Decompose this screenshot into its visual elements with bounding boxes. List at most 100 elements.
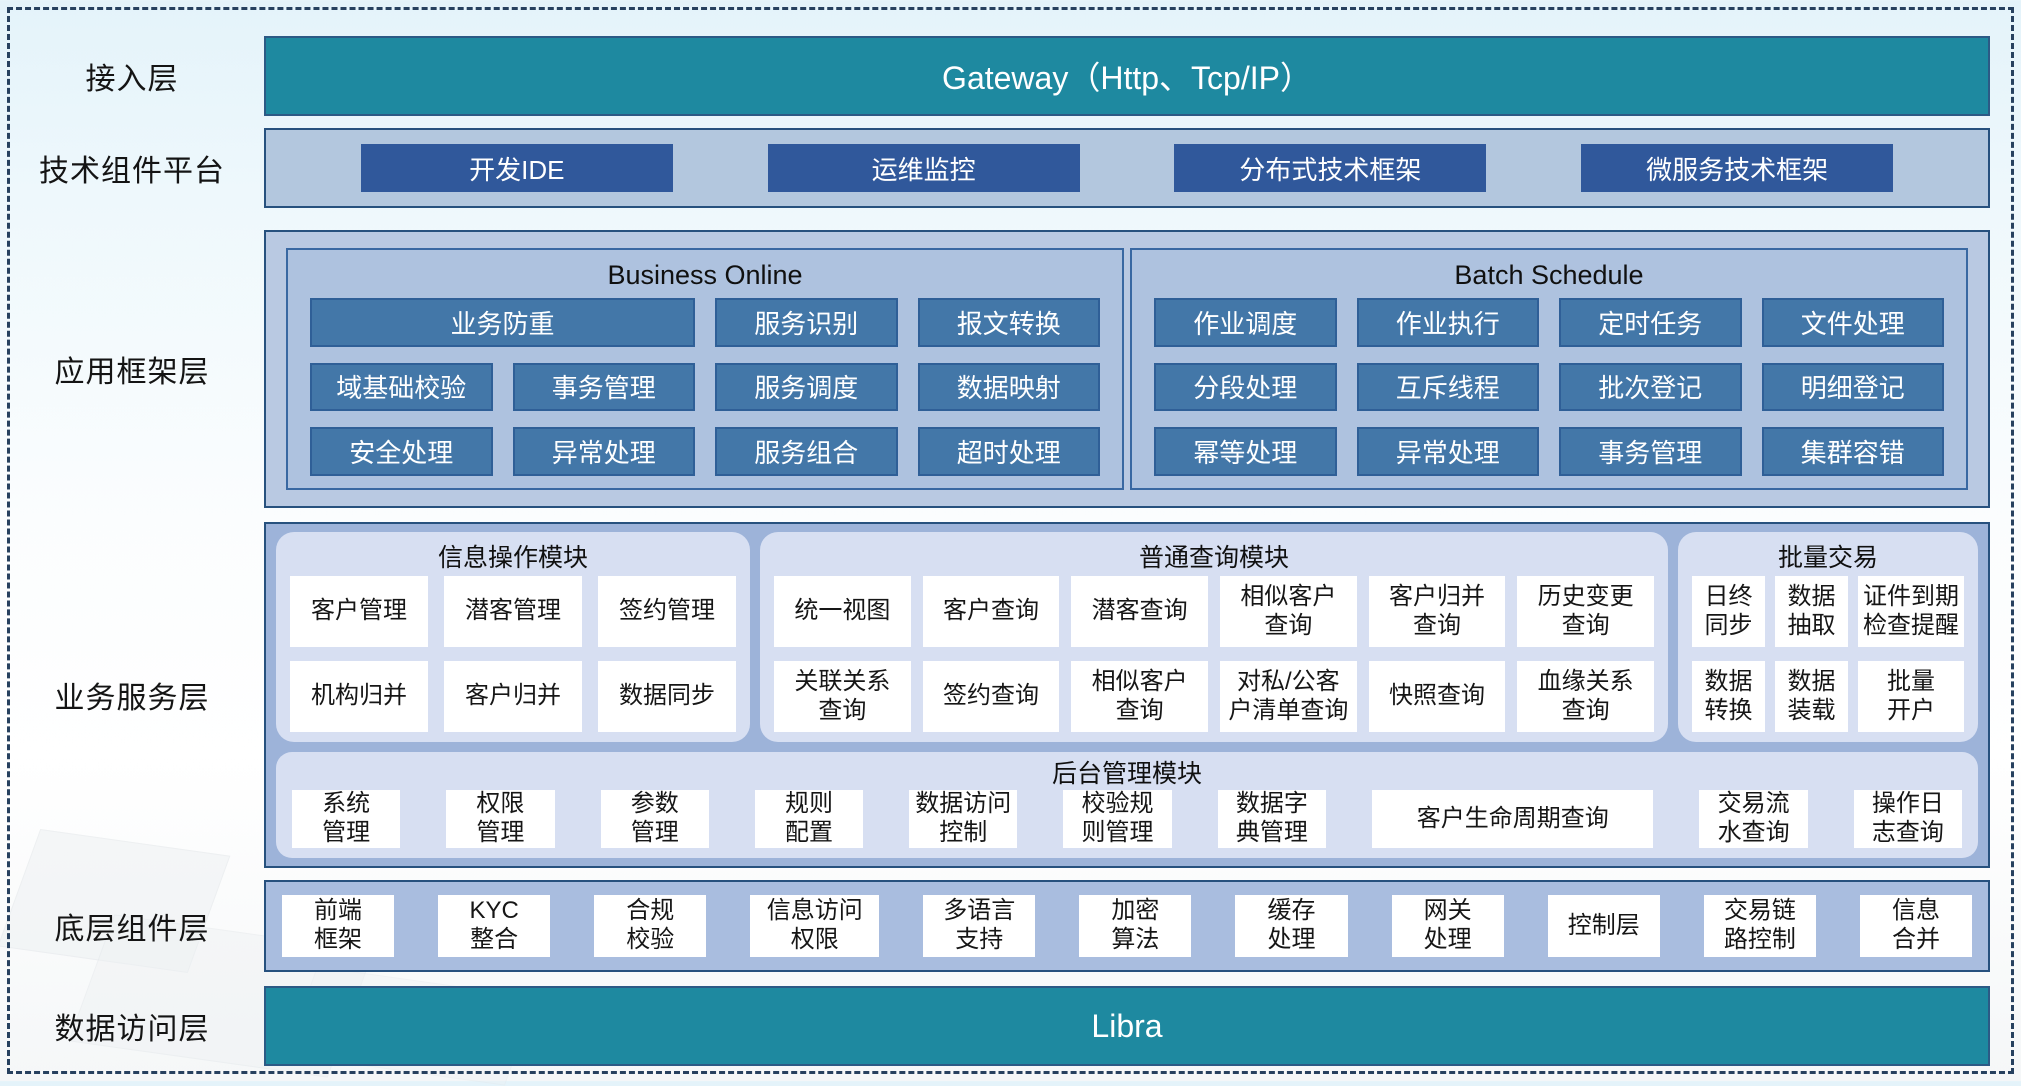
batch-schedule-button[interactable]: 分段处理 bbox=[1154, 362, 1337, 412]
service-cell[interactable]: 快照查询 bbox=[1368, 661, 1506, 733]
batch-trade-module-title: 批量交易 bbox=[1777, 544, 1878, 572]
admin-cell[interactable]: 数据访问 控制 bbox=[909, 790, 1018, 848]
business-online-button[interactable]: 异常处理 bbox=[512, 427, 695, 476]
app-framework-band: Business Online 业务防重服务识别报文转换域基础校验事务管理服务调… bbox=[264, 230, 1990, 508]
base-component-cell[interactable]: 信息 合并 bbox=[1859, 895, 1973, 957]
base-component-cell[interactable]: 交易链 路控制 bbox=[1703, 895, 1816, 957]
service-cell[interactable]: 客户归并 bbox=[444, 661, 582, 733]
batch-schedule-button[interactable]: 异常处理 bbox=[1356, 427, 1539, 476]
base-component-cell[interactable]: 控制层 bbox=[1547, 895, 1660, 957]
business-online-button[interactable]: 服务识别 bbox=[715, 298, 898, 347]
admin-cell[interactable]: 权限 管理 bbox=[446, 790, 555, 848]
business-online-grid: 业务防重服务识别报文转换域基础校验事务管理服务调度数据映射安全处理异常处理服务组… bbox=[310, 298, 1100, 476]
layer-label-tech-platform: 技术组件平台 bbox=[39, 155, 225, 188]
batch-schedule-button[interactable]: 作业执行 bbox=[1356, 298, 1539, 347]
base-component-cell[interactable]: 前端 框架 bbox=[282, 895, 395, 957]
base-component-cell[interactable]: 多语言 支持 bbox=[923, 895, 1036, 957]
layer-label-data-access: 数据访问层 bbox=[54, 1013, 210, 1046]
gateway-bar[interactable]: Gateway（Http、Tcp/IP） bbox=[264, 36, 1990, 116]
general-query-module: 普通查询模块 统一视图客户查询潜客查询相似客户 查询客户归并 查询历史变更 查询… bbox=[760, 532, 1668, 743]
admin-cell[interactable]: 操作日 志查询 bbox=[1853, 790, 1963, 848]
general-query-module-grid: 统一视图客户查询潜客查询相似客户 查询客户归并 查询历史变更 查询关联关系 查询… bbox=[774, 576, 1654, 733]
batch-trade-module: 批量交易 日终 同步数据 抽取证件到期 检查提醒数据 转换数据 装载批量 开户 bbox=[1678, 532, 1978, 743]
base-component-cell[interactable]: 网关 处理 bbox=[1391, 895, 1504, 957]
admin-cell[interactable]: 数据字 典管理 bbox=[1217, 790, 1326, 848]
service-cell[interactable]: 对私/公客 户清单查询 bbox=[1220, 661, 1357, 733]
tech-platform-button[interactable]: 分布式技术框架 bbox=[1174, 144, 1487, 192]
info-operation-module-grid: 客户管理潜客管理签约管理机构归并客户归并数据同步 bbox=[290, 576, 736, 733]
service-cell[interactable]: 证件到期 检查提醒 bbox=[1858, 576, 1964, 648]
admin-cell[interactable]: 校验规 则管理 bbox=[1063, 790, 1172, 848]
base-components-band: 前端 框架 KYC 整合合规 校验信息访问 权限多语言 支持加密 算法缓存 处理网… bbox=[264, 880, 1990, 972]
tech-platform-band: 开发IDE 运维监控 分布式技术框架 微服务技术框架 bbox=[264, 128, 1990, 208]
layer-app-framework: 应用框架层 Business Online 业务防重服务识别报文转换域基础校验事… bbox=[0, 230, 2021, 508]
batch-schedule-button[interactable]: 作业调度 bbox=[1154, 298, 1337, 347]
admin-cell[interactable]: 参数 管理 bbox=[600, 790, 709, 848]
business-online-button[interactable]: 服务组合 bbox=[715, 427, 898, 476]
admin-cell[interactable]: 客户生命周期查询 bbox=[1371, 790, 1654, 848]
service-modules-row: 信息操作模块 客户管理潜客管理签约管理机构归并客户归并数据同步 普通查询模块 统… bbox=[276, 532, 1978, 743]
business-online-button[interactable]: 报文转换 bbox=[917, 298, 1100, 347]
libra-bar[interactable]: Libra bbox=[264, 986, 1990, 1066]
base-component-cell[interactable]: KYC 整合 bbox=[438, 895, 551, 957]
service-cell[interactable]: 数据 转换 bbox=[1692, 661, 1766, 733]
service-cell[interactable]: 签约管理 bbox=[598, 576, 736, 648]
admin-cell[interactable]: 规则 配置 bbox=[754, 790, 864, 848]
batch-schedule-button[interactable]: 事务管理 bbox=[1559, 427, 1742, 476]
batch-schedule-button[interactable]: 批次登记 bbox=[1559, 362, 1742, 412]
tech-platform-button[interactable]: 运维监控 bbox=[767, 144, 1080, 192]
layer-label-base-components: 底层组件层 bbox=[54, 913, 210, 946]
service-cell[interactable]: 潜客管理 bbox=[444, 576, 582, 648]
business-services-band: 信息操作模块 客户管理潜客管理签约管理机构归并客户归并数据同步 普通查询模块 统… bbox=[264, 522, 1990, 868]
business-online-button[interactable]: 域基础校验 bbox=[310, 362, 493, 412]
business-online-button[interactable]: 数据映射 bbox=[917, 362, 1100, 412]
service-cell[interactable]: 机构归并 bbox=[290, 661, 428, 733]
business-online-button[interactable]: 安全处理 bbox=[310, 427, 493, 476]
batch-schedule-button[interactable]: 定时任务 bbox=[1559, 298, 1742, 347]
service-cell[interactable]: 血缘关系 查询 bbox=[1517, 661, 1654, 733]
batch-schedule-button[interactable]: 明细登记 bbox=[1761, 362, 1944, 412]
service-cell[interactable]: 签约查询 bbox=[922, 661, 1060, 733]
base-component-cell[interactable]: 合规 校验 bbox=[594, 895, 707, 957]
service-cell[interactable]: 潜客查询 bbox=[1071, 576, 1208, 648]
layer-data-access: 数据访问层 Libra bbox=[0, 986, 2021, 1066]
service-cell[interactable]: 关联关系 查询 bbox=[774, 661, 911, 733]
service-cell[interactable]: 相似客户 查询 bbox=[1071, 661, 1208, 733]
admin-module: 后台管理模块 系统 管理权限 管理参数 管理规则 配置数据访问 控制校验规 则管… bbox=[276, 752, 1978, 858]
service-cell[interactable]: 客户管理 bbox=[290, 576, 428, 648]
batch-schedule-button[interactable]: 互斥线程 bbox=[1356, 362, 1539, 412]
layer-tech-platform: 技术组件平台 开发IDE 运维监控 分布式技术框架 微服务技术框架 bbox=[0, 128, 2021, 208]
base-component-cell[interactable]: 缓存 处理 bbox=[1235, 895, 1348, 957]
business-online-button[interactable]: 业务防重 bbox=[310, 298, 695, 347]
service-cell[interactable]: 数据 装载 bbox=[1775, 661, 1849, 733]
service-cell[interactable]: 批量 开户 bbox=[1858, 661, 1964, 733]
tech-platform-button[interactable]: 开发IDE bbox=[360, 144, 673, 192]
base-component-cell[interactable]: 信息访问 权限 bbox=[750, 895, 880, 957]
admin-cell[interactable]: 系统 管理 bbox=[292, 790, 401, 848]
admin-module-row: 系统 管理权限 管理参数 管理规则 配置数据访问 控制校验规 则管理数据字 典管… bbox=[292, 790, 1963, 848]
service-cell[interactable]: 客户归并 查询 bbox=[1368, 576, 1506, 648]
business-online-button[interactable]: 超时处理 bbox=[917, 427, 1100, 476]
service-cell[interactable]: 日终 同步 bbox=[1692, 576, 1766, 648]
batch-schedule-button[interactable]: 幂等处理 bbox=[1154, 427, 1337, 476]
batch-schedule-button[interactable]: 集群容错 bbox=[1761, 427, 1944, 476]
service-cell[interactable]: 数据同步 bbox=[598, 661, 736, 733]
gateway-title: Gateway（Http、Tcp/IP） bbox=[942, 60, 1312, 96]
layer-label-business-services: 业务服务层 bbox=[54, 682, 210, 715]
tech-platform-button[interactable]: 微服务技术框架 bbox=[1581, 144, 1894, 192]
service-cell[interactable]: 客户查询 bbox=[922, 576, 1060, 648]
service-cell[interactable]: 历史变更 查询 bbox=[1517, 576, 1654, 648]
business-online-button[interactable]: 服务调度 bbox=[715, 362, 898, 412]
batch-trade-module-grid: 日终 同步数据 抽取证件到期 检查提醒数据 转换数据 装载批量 开户 bbox=[1692, 576, 1964, 733]
batch-schedule-grid: 作业调度作业执行定时任务文件处理分段处理互斥线程批次登记明细登记幂等处理异常处理… bbox=[1154, 298, 1944, 476]
admin-cell[interactable]: 交易流 水查询 bbox=[1699, 790, 1808, 848]
business-online-button[interactable]: 事务管理 bbox=[512, 362, 695, 412]
layer-label-app-framework: 应用框架层 bbox=[54, 356, 210, 389]
service-cell[interactable]: 统一视图 bbox=[774, 576, 911, 648]
service-cell[interactable]: 数据 抽取 bbox=[1775, 576, 1849, 648]
layer-base-components: 底层组件层 前端 框架 KYC 整合合规 校验信息访问 权限多语言 支持加密 算法… bbox=[0, 880, 2021, 972]
batch-schedule-button[interactable]: 文件处理 bbox=[1761, 298, 1944, 347]
libra-title: Libra bbox=[1091, 1007, 1163, 1044]
base-component-cell[interactable]: 加密 算法 bbox=[1079, 895, 1192, 957]
service-cell[interactable]: 相似客户 查询 bbox=[1220, 576, 1357, 648]
